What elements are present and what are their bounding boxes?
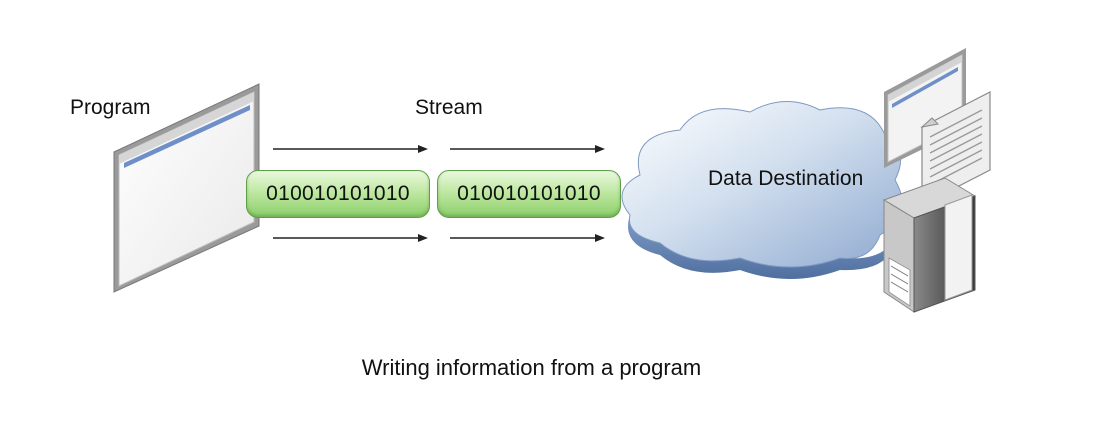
stream-packet: 010010101010 [437, 170, 621, 218]
program-label: Program [70, 96, 151, 119]
stream-packet: 010010101010 [246, 170, 430, 218]
data-destination-label: Data Destination [708, 167, 864, 190]
document-icon [920, 91, 991, 206]
server-icon [882, 177, 977, 313]
stream-label: Stream [415, 96, 483, 119]
figure-caption: Writing information from a program [361, 355, 702, 380]
program-window-icon [113, 83, 260, 293]
stream-arrows [273, 145, 605, 242]
